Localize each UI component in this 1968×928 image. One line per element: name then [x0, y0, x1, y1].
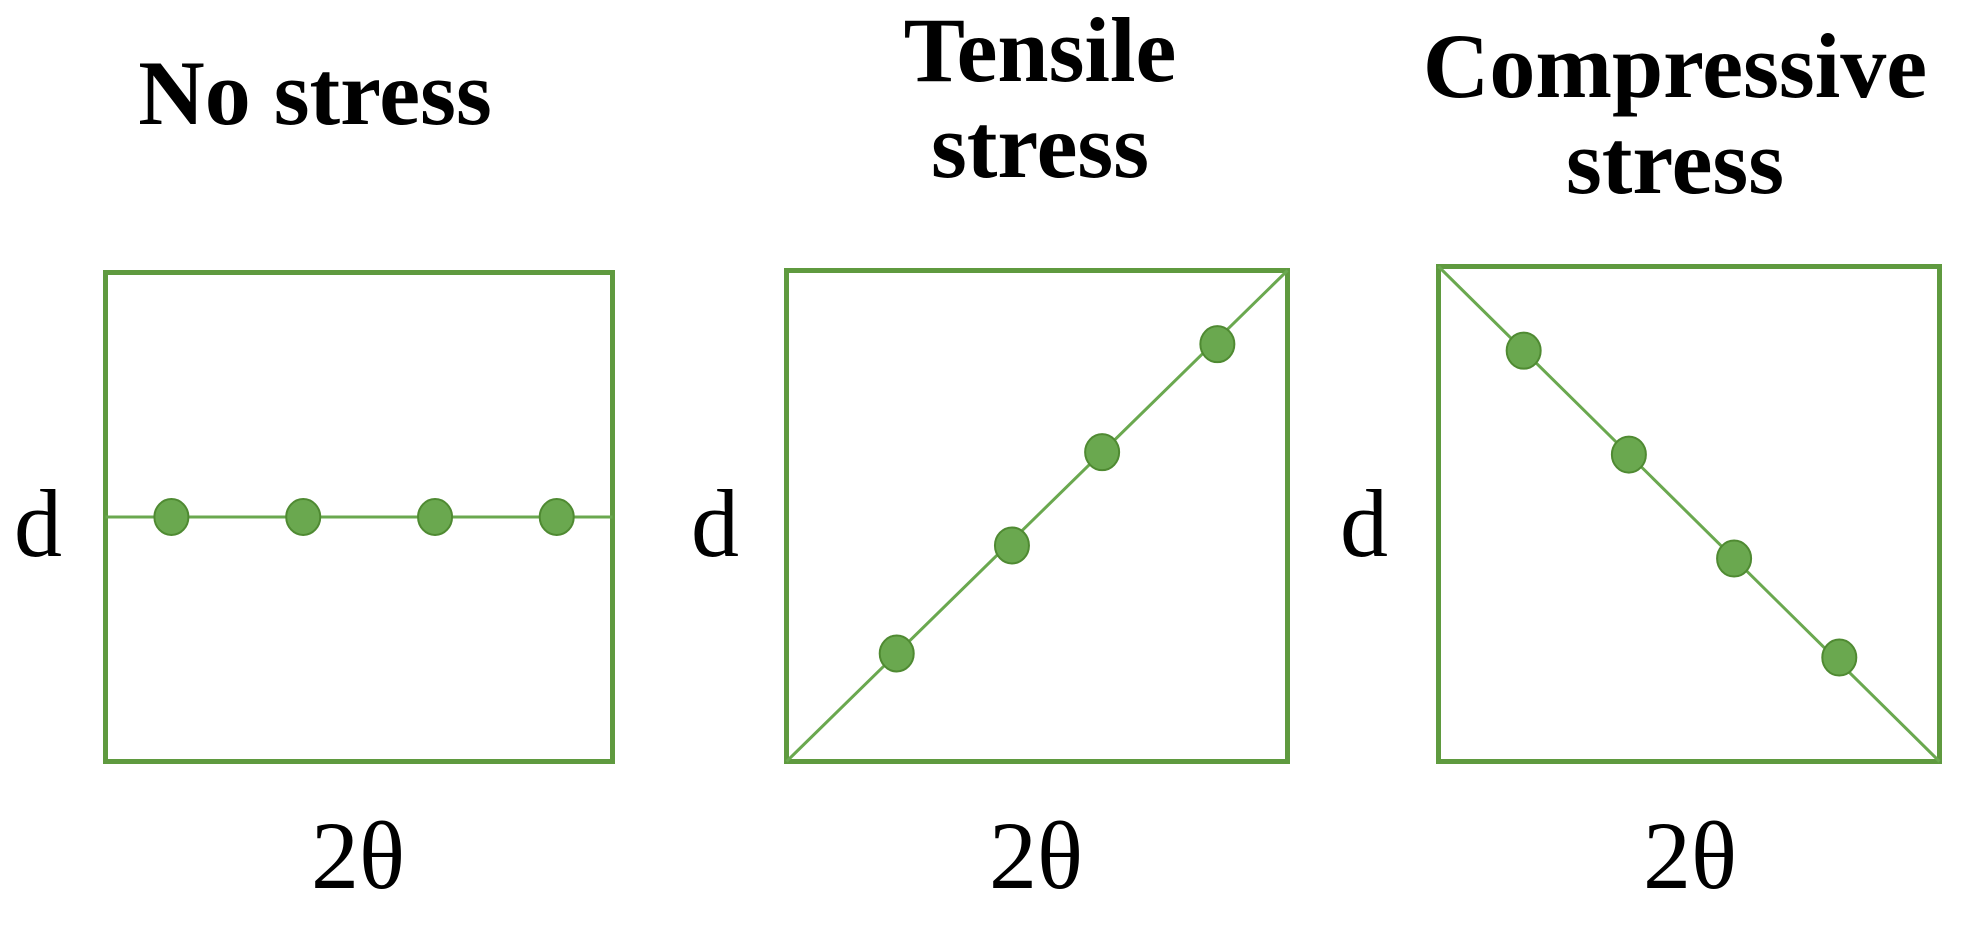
- data-point: [538, 498, 575, 536]
- panel-title-no-stress: No stress: [105, 45, 525, 141]
- x-axis-label: 2θ: [989, 802, 1083, 909]
- data-point: [417, 498, 454, 536]
- panel-title-compressive-stress: Compressive stress: [1382, 18, 1968, 210]
- y-axis-label: d: [1340, 470, 1388, 577]
- data-point: [1610, 435, 1647, 474]
- x-axis-label: 2θ: [1643, 802, 1737, 909]
- title-line-1: Tensile: [903, 0, 1177, 101]
- plot-frame: [1436, 264, 1942, 764]
- title-line-2: stress: [1565, 111, 1785, 213]
- plot-no-stress: [103, 270, 615, 764]
- y-axis-label: d: [14, 470, 62, 577]
- plot-frame: [784, 268, 1290, 764]
- data-point: [1199, 325, 1236, 364]
- y-axis-label: d: [691, 470, 739, 577]
- data-point: [1084, 433, 1121, 472]
- data-point: [1821, 638, 1858, 677]
- x-axis-label: 2θ: [311, 802, 405, 909]
- title-line-2: stress: [930, 95, 1150, 197]
- data-point: [285, 498, 322, 536]
- data-point: [878, 634, 915, 673]
- title-line-1: Compressive: [1422, 15, 1928, 117]
- plot-tensile-stress: [784, 268, 1290, 764]
- data-point: [153, 498, 190, 536]
- data-point: [1505, 331, 1542, 370]
- data-point: [993, 526, 1030, 565]
- plot-compressive-stress: [1436, 264, 1942, 764]
- data-point: [1716, 539, 1753, 578]
- title-line-1: No stress: [138, 42, 492, 144]
- panel-title-tensile-stress: Tensile stress: [820, 2, 1260, 194]
